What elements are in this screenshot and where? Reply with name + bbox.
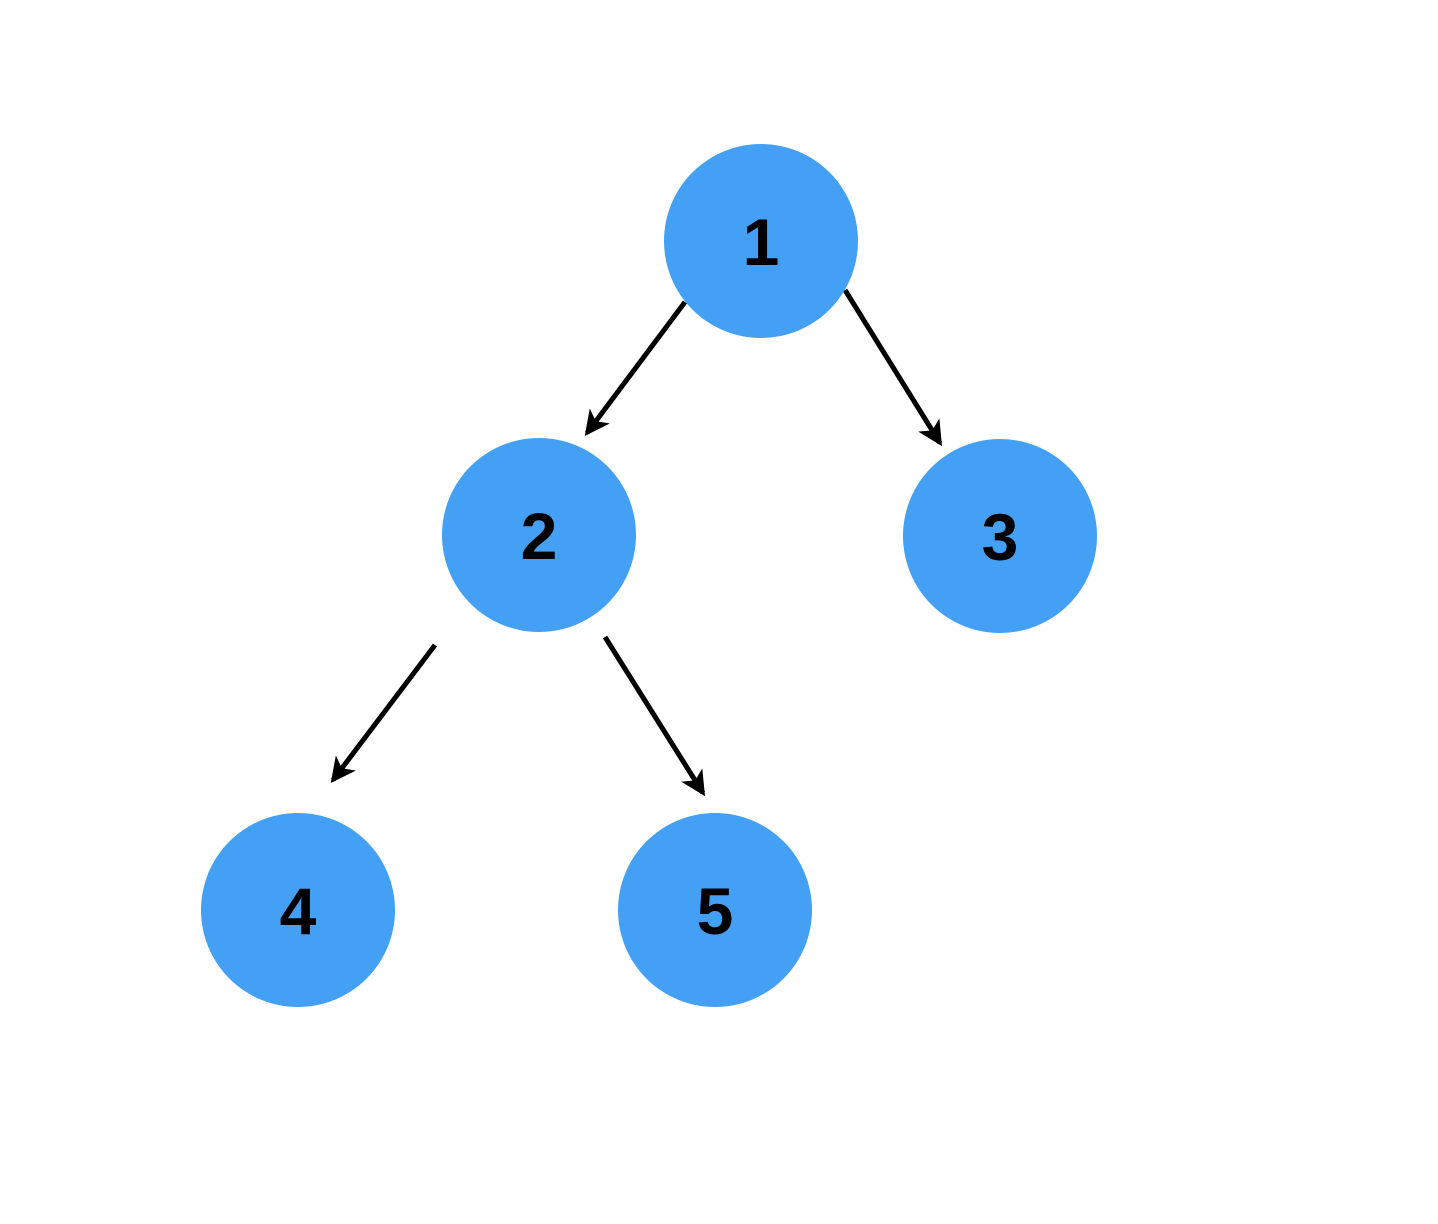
edge-2-to-5 — [602, 635, 706, 797]
tree-node-5: 5 — [618, 813, 812, 1007]
tree-node-3: 3 — [903, 439, 1097, 633]
node-label-1: 1 — [743, 205, 780, 279]
edges-layer — [330, 288, 943, 797]
node-circle-1 — [664, 144, 858, 338]
edge-1-to-3 — [842, 288, 943, 447]
tree-node-1: 1 — [664, 144, 858, 338]
node-circle-3 — [903, 439, 1097, 633]
node-circle-2 — [442, 438, 636, 632]
tree-node-4: 4 — [201, 813, 395, 1007]
tree-node-2: 2 — [442, 438, 636, 632]
node-label-4: 4 — [280, 874, 317, 948]
edge-1-to-2 — [584, 300, 688, 437]
node-label-3: 3 — [982, 500, 1019, 574]
node-circle-4 — [201, 813, 395, 1007]
node-label-5: 5 — [697, 874, 734, 948]
node-circle-5 — [618, 813, 812, 1007]
node-label-2: 2 — [521, 499, 558, 573]
edge-2-to-4 — [330, 643, 437, 783]
nodes-layer: 1 2 3 4 5 — [201, 144, 1097, 1007]
